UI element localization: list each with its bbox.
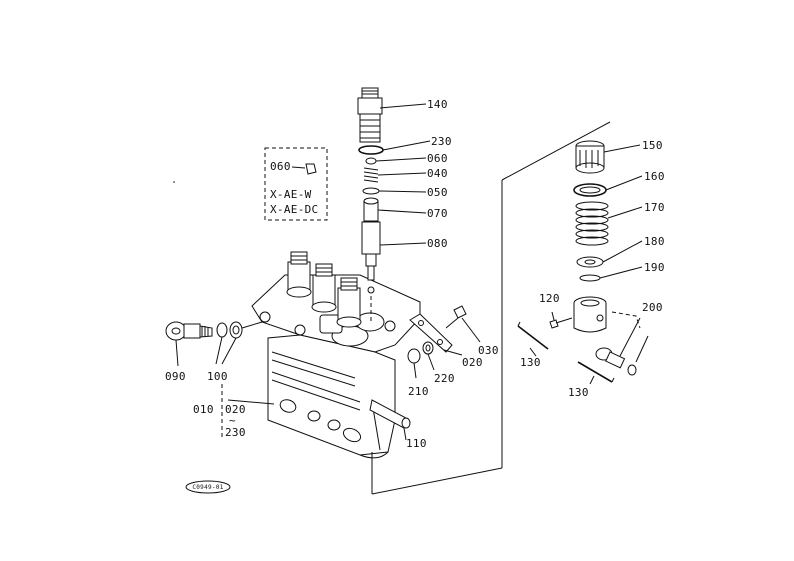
label-230-range-end: 230 [225,426,246,439]
label-150: 150 [642,139,663,152]
label-160: 160 [644,170,665,183]
leader-lines [175,103,643,441]
label-030: 030 [478,344,499,357]
label-120: 120 [539,292,560,305]
label-110: 110 [406,437,427,450]
label-140: 140 [427,98,448,111]
label-020: 020 [462,356,483,369]
right-panel-outline [371,121,611,495]
label-100: 100 [207,370,228,383]
valve-stack [357,87,384,322]
governor-parts [517,140,649,383]
label-020-range-start: 020 [225,403,246,416]
label-040: 040 [427,167,448,180]
label-050: 050 [427,186,448,199]
delivery-valve-holders [286,251,362,328]
label-010: 010 [193,403,214,416]
drawing-stamp: C0949-01 [185,480,231,494]
inlet-fitting [165,321,263,341]
pump-body [251,274,421,459]
inset-variant-w: X-AE-W [270,188,312,201]
label-060: 060 [427,152,448,165]
label-080: 080 [427,237,448,250]
bracket-plate [407,305,467,364]
label-070: 070 [427,207,448,220]
label-220: 220 [434,372,455,385]
label-170: 170 [644,201,665,214]
label-090: 090 [165,370,186,383]
label-130-left: 130 [520,356,541,369]
label-200: 200 [642,301,663,314]
drawing-stamp-text: C0949-01 [192,484,223,491]
label-230: 230 [431,135,452,148]
label-190: 190 [644,261,665,274]
inset-variant-dc: X-AE-DC [270,203,318,216]
variant-inset: 060 X-AE-W X-AE-DC [264,147,328,221]
inset-part-label: 060 [270,160,291,173]
label-180: 180 [644,235,665,248]
label-130-right: 130 [568,386,589,399]
part-labels: 140 230 060 040 050 070 080 150 160 170 … [165,98,665,450]
label-210: 210 [408,385,429,398]
label-range-tilde: ~ [229,414,236,427]
